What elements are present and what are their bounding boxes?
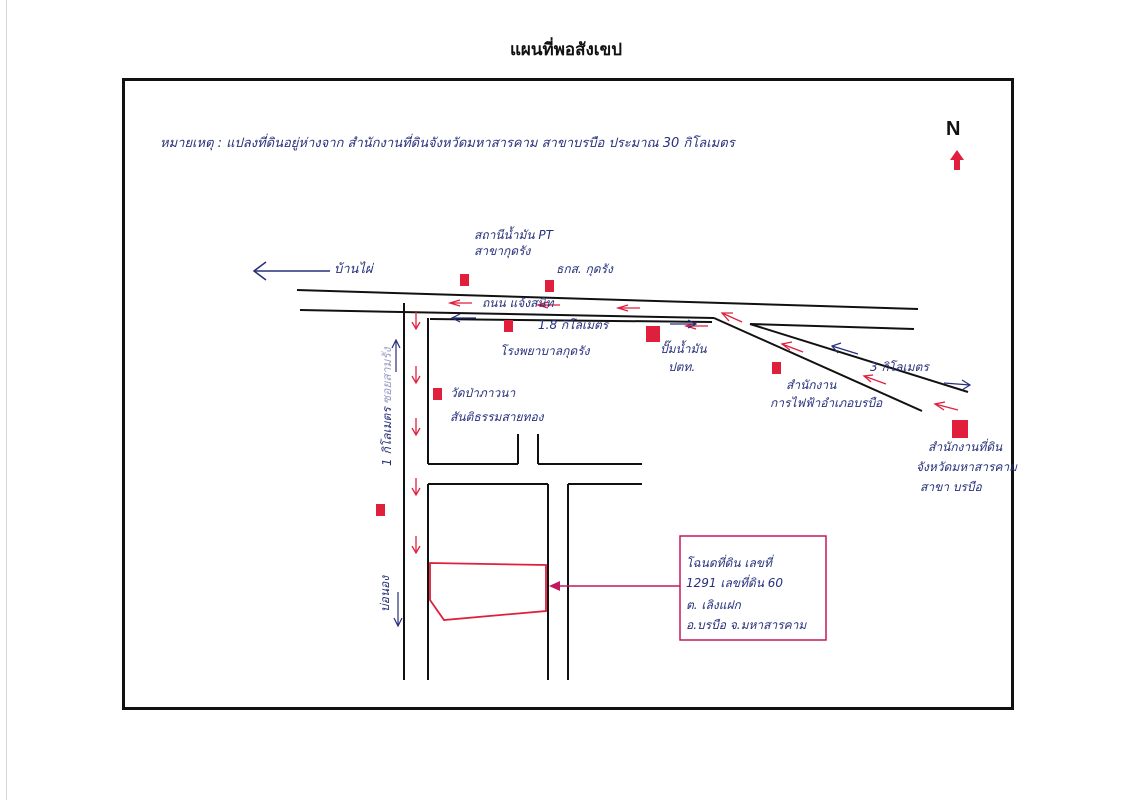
vertical-lane bbox=[403, 303, 642, 680]
land-office-marker bbox=[952, 420, 968, 438]
label-vertical-small: บ่อนอง bbox=[378, 575, 392, 612]
vertical-distance-arrow bbox=[391, 338, 403, 628]
label-vertical-1km: 1 กิโลเมตร bbox=[380, 407, 394, 466]
label-ptt-1: ปั๊มน้ำมัน bbox=[660, 342, 707, 356]
distance-arrow-1km bbox=[450, 313, 698, 329]
label-vertical-lane: ซอยสามรัง bbox=[380, 347, 394, 404]
plot-info-line-3: ต. เลิงแฝก bbox=[686, 598, 741, 612]
map-frame bbox=[122, 78, 1014, 710]
temple-marker bbox=[433, 388, 442, 400]
label-gas-station-2: สาขากุดรัง bbox=[474, 244, 531, 258]
electricity-marker bbox=[772, 362, 781, 374]
label-temple-2: สันติธรรมสายทอง bbox=[450, 410, 544, 424]
main-road bbox=[296, 289, 919, 330]
plot-info-line-4: อ.บรบือ จ.มหาสารคาม bbox=[686, 618, 807, 632]
label-distance-3km: 3 กิโลเมตร bbox=[870, 360, 929, 374]
lane-direction-arrows bbox=[411, 312, 421, 555]
label-electricity-1: สำนักงาน bbox=[786, 378, 837, 392]
north-label: N bbox=[946, 118, 961, 140]
land-plot-outline bbox=[429, 562, 547, 621]
plot-info-line-2: 1291 เลขที่ดิน 60 bbox=[686, 576, 784, 590]
label-school: โรงพยาบาลกุดรัง bbox=[500, 344, 590, 358]
baac-marker bbox=[545, 280, 554, 292]
label-electricity-2: การไฟฟ้าอำเภอบรบือ bbox=[770, 396, 883, 410]
page-title: แผนที่พอสังเขป bbox=[509, 40, 623, 60]
label-land-office-1: สำนักงานที่ดิน bbox=[928, 440, 1003, 454]
lane-marker bbox=[376, 504, 385, 516]
page-edge-line bbox=[6, 0, 7, 800]
ptt-marker bbox=[646, 326, 660, 342]
label-baac: ธกส. กุดรัง bbox=[556, 262, 613, 276]
label-land-office-3: สาขา บรบือ bbox=[920, 480, 982, 494]
school-marker bbox=[504, 320, 513, 332]
map-note: หมายเหตุ : แปลงที่ดินอยู่ห่างจาก สำนักงา… bbox=[160, 136, 735, 151]
plot-info-box bbox=[679, 535, 827, 641]
plot-info-line-1: โฉนดที่ดิน เลขที่ bbox=[686, 556, 772, 570]
distance-arrow-3km bbox=[830, 342, 972, 391]
west-arrow bbox=[252, 261, 330, 281]
label-temple-1: วัดป่าภาวนา bbox=[450, 386, 516, 400]
label-road-name: ถนน แจ้งสนิท bbox=[482, 296, 554, 310]
label-ptt-2: ปตท. bbox=[668, 360, 696, 374]
label-ban-phai: บ้านไผ่ bbox=[334, 262, 373, 277]
label-distance-1km: 1.8 กิโลเมตร bbox=[538, 318, 609, 332]
gas-station-marker bbox=[460, 274, 469, 286]
plot-pointer-arrowhead bbox=[549, 581, 560, 591]
north-arrow-icon bbox=[950, 150, 964, 170]
label-gas-station-1: สถานีน้ำมัน PT bbox=[474, 228, 553, 242]
label-land-office-2: จังหวัดมหาสารคาม bbox=[916, 460, 1018, 474]
diagonal-road bbox=[713, 317, 969, 412]
